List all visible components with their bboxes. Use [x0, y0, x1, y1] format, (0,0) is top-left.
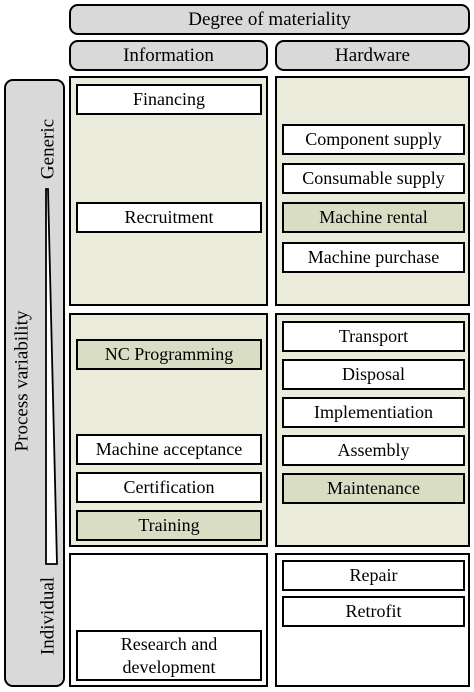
item-transport: Transport: [282, 321, 465, 352]
column-header-hardware-label: Hardware: [335, 45, 410, 66]
item-implementiation: Implementiation: [282, 397, 465, 428]
column-header-information-label: Information: [123, 45, 214, 66]
item-machine-rental: Machine rental: [282, 202, 465, 233]
axis-label: Process variability: [11, 310, 33, 452]
panel-hardware-mid: [275, 313, 470, 547]
item-nc-programming: NC Programming: [76, 339, 262, 370]
item-assembly: Assembly: [282, 435, 465, 466]
item-machine-acceptance: Machine acceptance: [76, 434, 262, 465]
item-disposal: Disposal: [282, 359, 465, 390]
item-financing: Financing: [76, 84, 262, 115]
column-header-information: Information: [69, 40, 268, 71]
item-retrofit: Retrofit: [282, 596, 465, 627]
item-research-and-development: Research and development: [76, 630, 262, 681]
item-consumable-supply: Consumable supply: [282, 163, 465, 194]
item-repair: Repair: [282, 560, 465, 591]
item-recruitment: Recruitment: [76, 202, 262, 233]
item-training: Training: [76, 510, 262, 541]
variability-wedge: [45, 188, 58, 565]
item-machine-purchase: Machine purchase: [282, 242, 465, 273]
materiality-title: Degree of materiality: [188, 9, 351, 30]
materiality-header: Degree of materiality: [69, 4, 470, 35]
item-certification: Certification: [76, 472, 262, 503]
process-variability-axis: Process variability Generic Individual: [4, 79, 65, 687]
column-header-hardware: Hardware: [275, 40, 470, 71]
axis-top-label: Generic: [37, 118, 59, 180]
item-component-supply: Component supply: [282, 124, 465, 155]
item-maintenance: Maintenance: [282, 473, 465, 504]
